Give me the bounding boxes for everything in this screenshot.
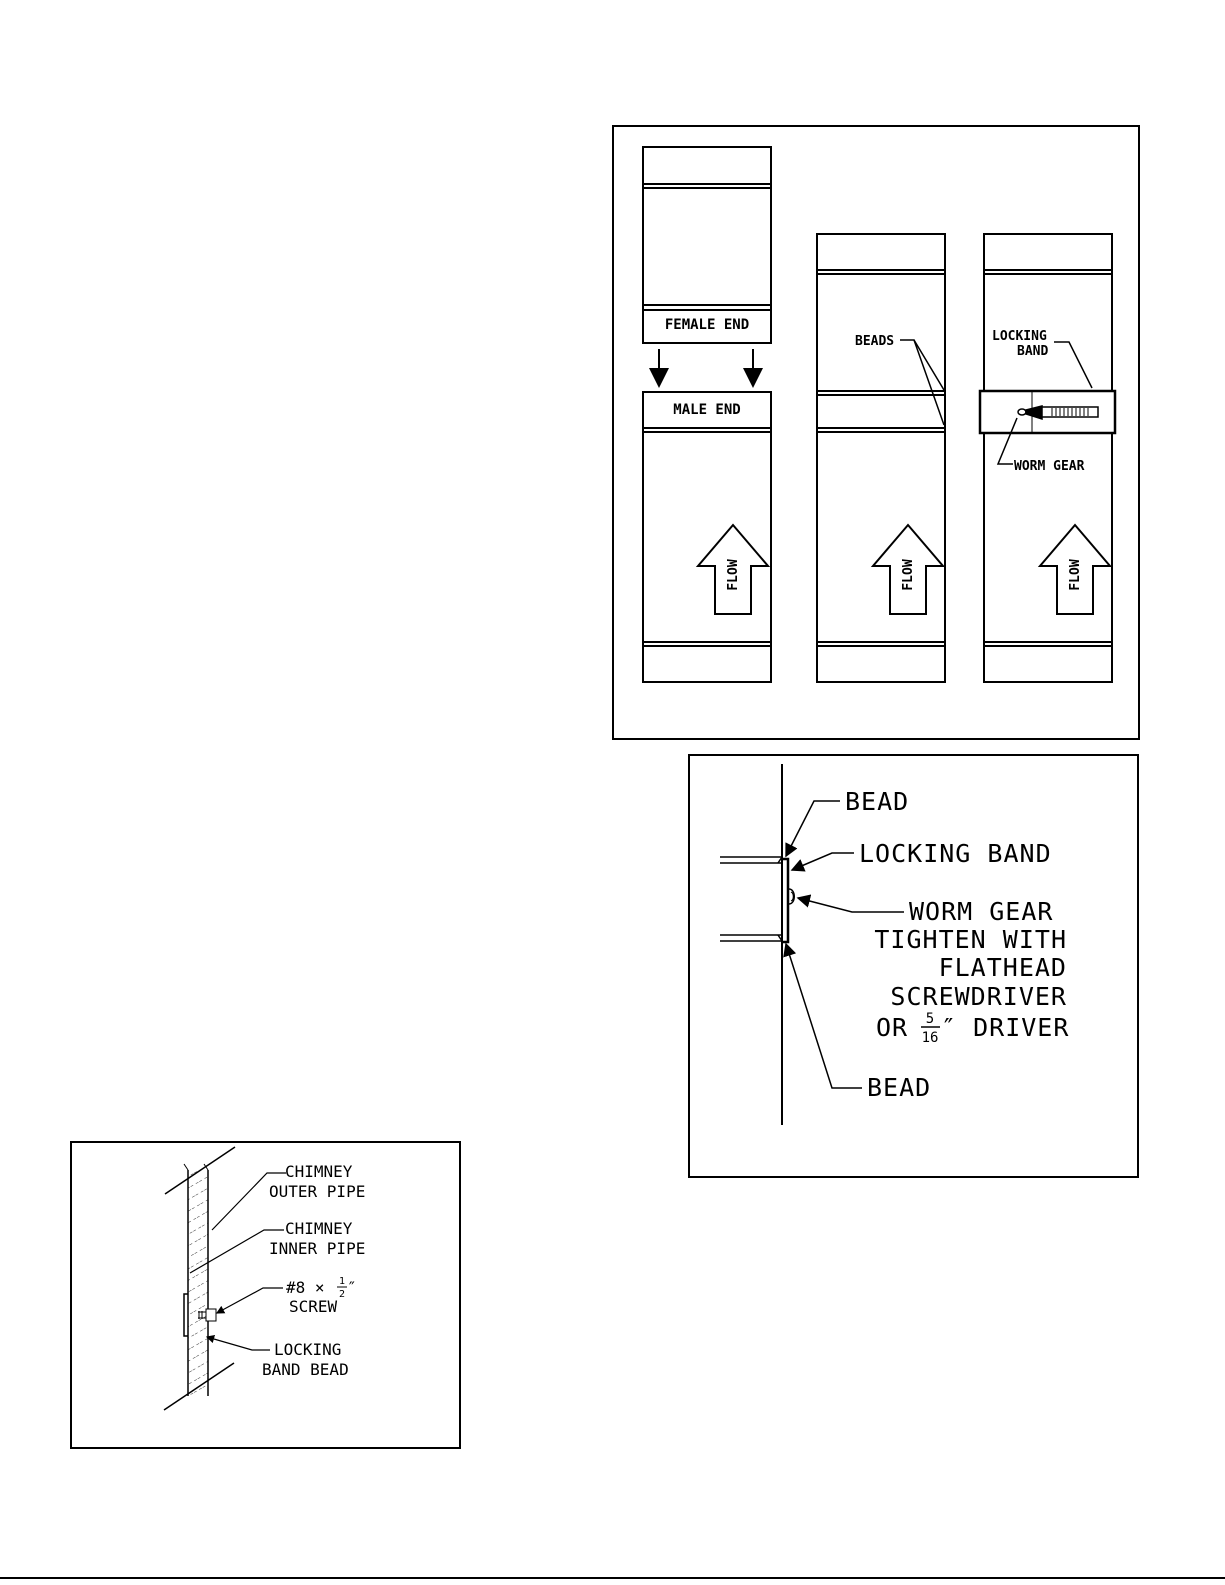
insulation-layer (188, 1170, 208, 1396)
inner-pipe-label-line1: CHIMNEY (285, 1219, 353, 1238)
driver-prefix: OR (876, 1013, 908, 1042)
flow-label-2: FLOW (901, 559, 916, 590)
screw-label-prefix: #8 × (286, 1278, 325, 1297)
tighten-line-1: TIGHTEN WITH (874, 925, 1067, 954)
pipe-joint-drawing: FEMALE END MALE END FLOW FLOW FLOW BEADS… (614, 127, 1138, 738)
driver-fraction-denominator: 16 (922, 1030, 939, 1046)
tighten-line-3: SCREWDRIVER (890, 982, 1067, 1011)
screw-leader (217, 1288, 283, 1313)
locking-band-leader (1054, 342, 1092, 388)
lower-pipe-section (643, 392, 771, 682)
bead-bottom-leader (786, 944, 862, 1088)
outer-pipe-label-line2: OUTER PIPE (269, 1182, 365, 1201)
screw-fraction-denominator: 2 (339, 1289, 345, 1300)
chimney-screw-drawing: CHIMNEY OUTER PIPE CHIMNEY INNER PIPE #8… (72, 1143, 459, 1447)
bead-top-leader (786, 801, 840, 856)
locking-band-label-line2: BAND (1017, 344, 1048, 359)
outer-pipe-label-line1: CHIMNEY (285, 1162, 353, 1181)
locking-band-label: LOCKING BAND (859, 839, 1052, 868)
beads-label: BEADS (855, 334, 894, 349)
upper-pipe-section (643, 147, 771, 343)
screw-label-suffix: ″ (347, 1278, 357, 1297)
inner-pipe-label-line2: INNER PIPE (269, 1239, 365, 1258)
screw-fraction-numerator: 1 (339, 1276, 345, 1287)
female-end-label: FEMALE END (665, 317, 749, 333)
flow-label-3: FLOW (1068, 559, 1083, 590)
flow-label-1: FLOW (726, 559, 741, 590)
male-end-label: MALE END (673, 402, 740, 418)
worm-gear-leader (798, 898, 904, 912)
driver-suffix: ″ DRIVER (941, 1013, 1069, 1042)
band-detail-figure: BEAD LOCKING BAND WORM GEAR TIGHTEN WITH… (688, 754, 1139, 1178)
pipe-joint-figure: FEMALE END MALE END FLOW FLOW FLOW BEADS… (612, 125, 1140, 740)
worm-gear-label: WORM GEAR (909, 897, 1053, 926)
locking-band-bead-label-line1: LOCKING (274, 1340, 341, 1359)
locking-band-leader (792, 853, 854, 870)
bead-top-label: BEAD (845, 787, 909, 816)
locking-band-bead-leader (207, 1337, 270, 1350)
screw-label-line2: SCREW (289, 1297, 338, 1316)
locking-band-bead-label-line2: BAND BEAD (262, 1360, 349, 1379)
bead-bottom-label: BEAD (867, 1073, 931, 1102)
locking-band-label-line1: LOCKING (992, 329, 1047, 344)
worm-gear-label: WORM GEAR (1014, 459, 1085, 474)
tighten-line-2: FLATHEAD (939, 953, 1067, 982)
driver-fraction-numerator: 5 (926, 1011, 934, 1027)
pipe-section (720, 857, 782, 941)
page-bottom-rule (0, 1577, 1225, 1579)
chimney-screw-figure: CHIMNEY OUTER PIPE CHIMNEY INNER PIPE #8… (70, 1141, 461, 1449)
band-detail-drawing: BEAD LOCKING BAND WORM GEAR TIGHTEN WITH… (690, 756, 1137, 1176)
